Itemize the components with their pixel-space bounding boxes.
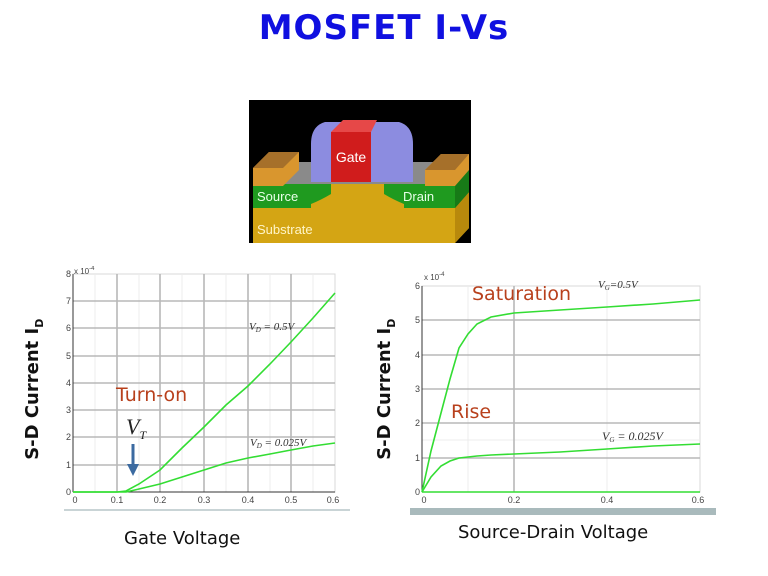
- svg-text:0.6: 0.6: [327, 495, 340, 505]
- gate-label: Gate: [336, 149, 367, 165]
- right-chart: 0 1 2 3 4 5 6 x 10-4 0 0.2 0.4 0.6 VG=0.5V VG …: [415, 272, 705, 505]
- svg-text:0.4: 0.4: [242, 495, 255, 505]
- saturation-annotation: Saturation: [472, 283, 572, 305]
- vt-arrow-icon: [127, 464, 139, 476]
- svg-text:5: 5: [66, 351, 71, 361]
- svg-text:3: 3: [415, 384, 420, 394]
- svg-text:0.1: 0.1: [111, 495, 124, 505]
- left-axis-underline: [64, 509, 350, 511]
- svg-text:0.2: 0.2: [508, 495, 521, 505]
- curve-vg-0.5: [421, 299, 701, 493]
- svg-text:6: 6: [415, 281, 420, 291]
- label-vd-0.5: VD = 0.5V: [249, 321, 295, 334]
- turn-on-annotation: Turn-on: [116, 384, 188, 406]
- vt-label: VT: [126, 414, 147, 442]
- right-y-axis-label: S-D Current ID: [374, 318, 398, 460]
- svg-text:2: 2: [66, 432, 71, 442]
- svg-text:6: 6: [66, 323, 71, 333]
- curve-vd-0.025: [73, 442, 336, 493]
- curve-vd-0.5: [73, 292, 336, 493]
- svg-text:1: 1: [415, 453, 420, 463]
- svg-text:3: 3: [66, 405, 71, 415]
- svg-text:4: 4: [415, 350, 420, 360]
- source-label: Source: [257, 189, 298, 204]
- svg-text:1: 1: [66, 460, 71, 470]
- svg-text:0.6: 0.6: [692, 495, 705, 505]
- left-multiplier: x 10-4: [74, 266, 95, 276]
- svg-text:0.2: 0.2: [154, 495, 167, 505]
- substrate-label: Substrate: [257, 222, 313, 237]
- left-x-axis-label: Gate Voltage: [124, 528, 241, 549]
- left-chart: 0 1 2 3 4 5 6 7 8 x 10-4 0 0.1 0.2 0.3 0.4 0.5 0.6…: [66, 266, 340, 505]
- right-axis-underline: [410, 508, 716, 515]
- right-x-axis-label: Source-Drain Voltage: [458, 522, 649, 543]
- mosfet-diagram: Gate Source Drain Substrate: [249, 100, 471, 243]
- svg-text:0.5: 0.5: [285, 495, 298, 505]
- drain-label: Drain: [403, 189, 434, 204]
- svg-text:2: 2: [415, 418, 420, 428]
- svg-text:0: 0: [66, 487, 71, 497]
- left-y-axis-label: S-D Current ID: [22, 318, 46, 460]
- svg-text:0: 0: [72, 495, 77, 505]
- label-vg-0.025: VG = 0.025V: [602, 429, 665, 444]
- slide-title: MOSFET I-Vs: [258, 8, 510, 48]
- svg-text:0: 0: [421, 495, 426, 505]
- label-vd-0.025: VD = 0.025V: [250, 437, 307, 450]
- rise-annotation: Rise: [451, 401, 492, 423]
- svg-text:7: 7: [66, 296, 71, 306]
- svg-text:8: 8: [66, 269, 71, 279]
- svg-text:4: 4: [66, 378, 71, 388]
- label-vg-0.5: VG=0.5V: [598, 279, 639, 292]
- svg-text:0.4: 0.4: [601, 495, 614, 505]
- svg-text:0: 0: [415, 487, 420, 497]
- right-multiplier: x 10-4: [424, 272, 445, 282]
- svg-text:0.3: 0.3: [198, 495, 211, 505]
- svg-text:5: 5: [415, 315, 420, 325]
- curve-vg-0.025: [421, 443, 701, 493]
